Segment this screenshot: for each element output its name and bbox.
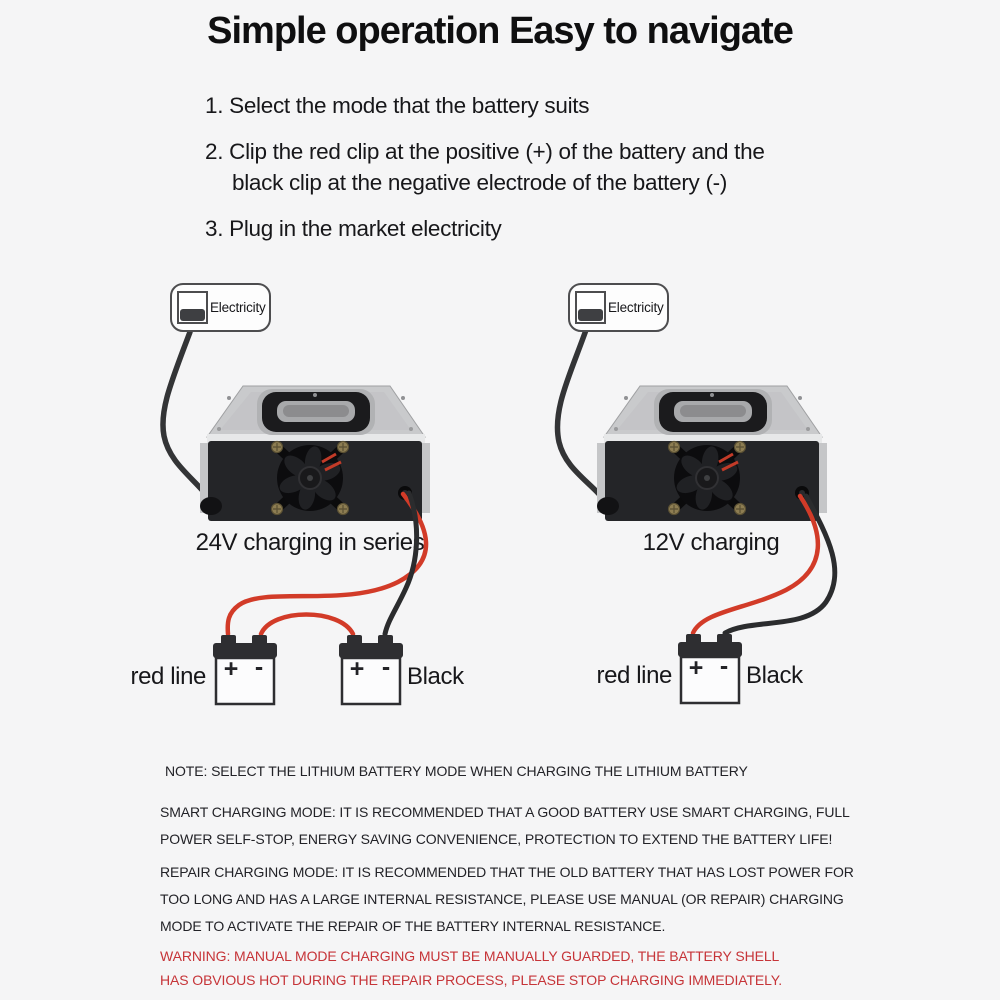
- step-1: 1. Select the mode that the battery suit…: [205, 90, 855, 121]
- black-clip-wire: [382, 490, 420, 637]
- text-line: 1. Select the mode that the battery suit…: [205, 93, 590, 118]
- electricity-plug-badge-left: Electricity: [170, 283, 271, 332]
- plug-icon: [578, 309, 603, 321]
- plus-terminal-label: +: [350, 655, 365, 683]
- text-line: REPAIR CHARGING MODE: IT IS RECOMMENDED …: [160, 864, 854, 880]
- setup-12v: 12V charging + - red line Black: [554, 327, 838, 705]
- text-line: MODE TO ACTIVATE THE REPAIR OF THE BATTE…: [160, 918, 666, 934]
- electricity-label: Electricity: [608, 300, 664, 315]
- repair-mode-text: REPAIR CHARGING MODE: IT IS RECOMMENDED …: [160, 859, 854, 940]
- red-clip-wire: [225, 491, 429, 637]
- black-line-label: Black: [407, 663, 465, 690]
- setup-24v: 24V charging in series + - + -: [130, 329, 465, 706]
- red-line-label: red line: [130, 663, 206, 690]
- text-line: HAS OBVIOUS HOT DURING THE REPAIR PROCES…: [160, 972, 783, 988]
- charger-caption: 12V charging: [643, 529, 780, 556]
- instruction-steps: 1. Select the mode that the battery suit…: [205, 90, 855, 259]
- text-line: 3. Plug in the market electricity: [205, 216, 502, 241]
- page-title: Simple operation Easy to navigate: [207, 10, 794, 52]
- plus-terminal-label: +: [224, 655, 239, 683]
- battery: + -: [213, 635, 277, 706]
- series-jumper-wire: [258, 612, 356, 637]
- power-cord: [554, 327, 611, 508]
- electricity-label: Electricity: [210, 300, 266, 315]
- step-2: 2. Clip the red clip at the positive (+)…: [205, 136, 855, 198]
- text-line: 2. Clip the red clip at the positive (+)…: [205, 139, 765, 164]
- note-text: NOTE: SELECT THE LITHIUM BATTERY MODE WH…: [165, 763, 748, 779]
- charger-caption: 24V charging in series: [196, 529, 425, 556]
- step-3: 3. Plug in the market electricity: [205, 213, 855, 244]
- wiring-diagram: 24V charging in series + - + -: [130, 327, 838, 706]
- electricity-plug-badge-right: Electricity: [568, 283, 669, 332]
- battery: + -: [678, 634, 742, 705]
- text-line: SMART CHARGING MODE: IT IS RECOMMENDED T…: [160, 804, 850, 820]
- plus-terminal-label: +: [689, 654, 704, 682]
- power-cord: [160, 329, 215, 506]
- battery: + -: [339, 635, 403, 706]
- battery-charger-illustration: [200, 386, 430, 521]
- text-line: TOO LONG AND HAS A LARGE INTERNAL RESIST…: [160, 891, 844, 907]
- minus-terminal-label: -: [255, 653, 263, 681]
- smart-mode-text: SMART CHARGING MODE: IT IS RECOMMENDED T…: [160, 799, 850, 853]
- plug-icon: [180, 309, 205, 321]
- red-line-label: red line: [596, 662, 672, 689]
- black-clip-wire: [722, 493, 838, 636]
- plug-socket-icon: [575, 291, 606, 324]
- battery-charger-illustration: [597, 386, 827, 521]
- red-clip-wire: [690, 493, 820, 636]
- text-line: WARNING: MANUAL MODE CHARGING MUST BE MA…: [160, 948, 780, 964]
- black-line-label: Black: [746, 662, 804, 689]
- plug-socket-icon: [177, 291, 208, 324]
- minus-terminal-label: -: [720, 652, 728, 680]
- minus-terminal-label: -: [382, 653, 390, 681]
- text-line: black clip at the negative electrode of …: [232, 170, 728, 195]
- warning-text: WARNING: MANUAL MODE CHARGING MUST BE MA…: [160, 944, 782, 992]
- text-line: POWER SELF-STOP, ENERGY SAVING CONVENIEN…: [160, 831, 833, 847]
